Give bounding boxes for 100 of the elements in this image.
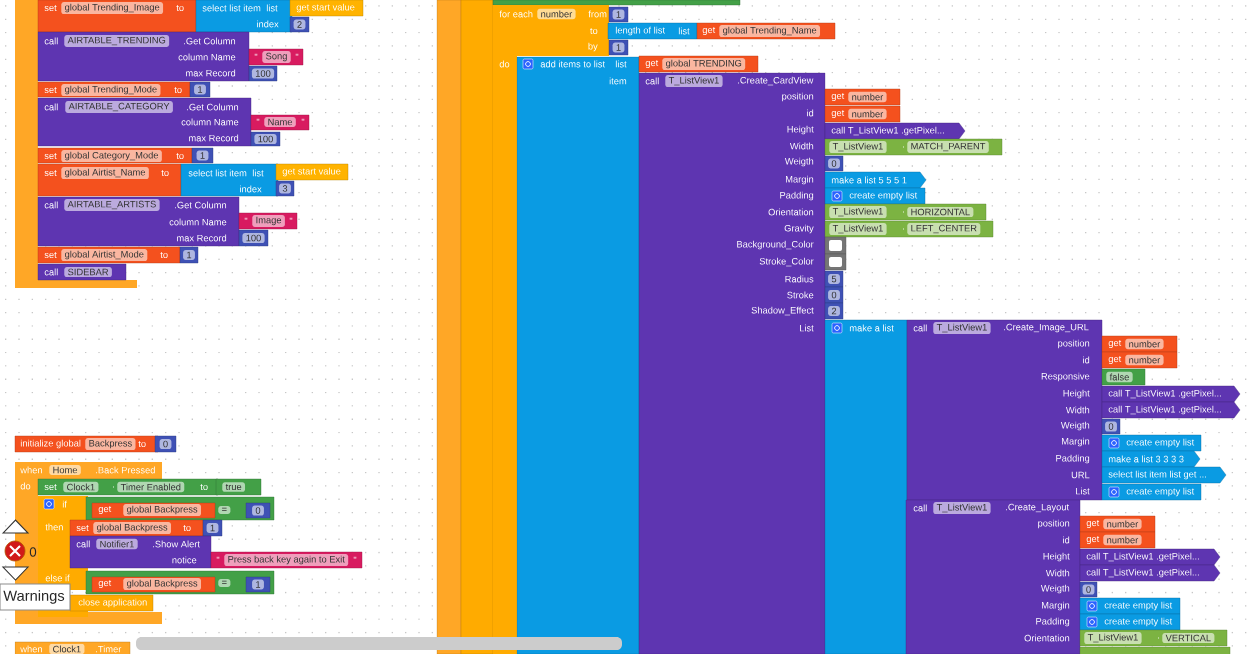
block-label: make a list 5 5 5 1 <box>831 176 907 184</box>
call-block <box>37 97 252 147</box>
number-block <box>189 81 211 98</box>
block-label: . <box>113 486 114 488</box>
number-field: 100 <box>251 68 275 79</box>
block-label: get <box>702 27 716 35</box>
get-block <box>1101 335 1178 353</box>
set-block <box>37 163 182 197</box>
color-block <box>824 253 847 271</box>
block-label: make a list <box>849 324 894 332</box>
set-block <box>37 246 181 264</box>
block-label: Radius <box>785 275 814 283</box>
block-label: list <box>678 27 690 35</box>
list-block <box>1101 434 1202 452</box>
block-label: to <box>183 524 191 532</box>
get-block <box>289 0 364 17</box>
block-label: to <box>200 483 208 491</box>
block-label: else if <box>45 574 70 582</box>
block-label: . <box>1158 637 1159 639</box>
block-label: to <box>160 251 168 259</box>
block-label: get <box>98 506 112 514</box>
block-label: call T_ListView1 .getPixel... <box>831 126 944 136</box>
get-block <box>91 576 216 593</box>
block-label: . <box>903 228 904 230</box>
dropdown-field: = <box>218 506 231 515</box>
call-block <box>638 72 826 654</box>
block-bar <box>436 0 462 654</box>
block-label: Width <box>1045 569 1070 577</box>
block-label: Orientation <box>768 208 814 216</box>
block-label: to <box>161 169 169 177</box>
block-label: id <box>1083 356 1090 364</box>
block-label: max Record <box>189 134 239 142</box>
block-label: notice <box>172 556 197 564</box>
quote-mark: " <box>256 118 260 121</box>
block-label: .Get Column <box>175 201 227 209</box>
block-label: to <box>176 4 184 12</box>
constant-block <box>824 203 987 221</box>
number-block <box>824 155 844 172</box>
text-block <box>210 551 363 569</box>
block-label: call <box>44 201 58 209</box>
block-label: list <box>615 60 627 68</box>
number-field: 1 <box>206 523 219 533</box>
number-block <box>824 286 844 304</box>
block-label: get <box>1086 536 1100 544</box>
block-label: index <box>257 20 279 28</box>
block-label: call <box>76 540 90 548</box>
block-label: create empty list <box>849 191 918 201</box>
call-block <box>905 499 1081 654</box>
block-label: to <box>138 440 146 448</box>
dropdown-field: number <box>848 91 887 103</box>
dropdown-field: Notifier1 <box>96 538 138 550</box>
quote-mark: " <box>353 556 357 559</box>
call-block <box>1101 385 1241 403</box>
number-block <box>250 131 281 147</box>
block-label: item <box>609 77 627 85</box>
logic-block <box>1101 368 1146 386</box>
dropdown-field: number <box>1103 534 1142 546</box>
block-label: column Name <box>178 53 236 61</box>
text-field: Song <box>262 51 291 63</box>
dropdown-field: AIRTABLE_CATEGORY <box>65 101 173 113</box>
dropdown-field: MATCH_PARENT <box>907 141 989 153</box>
set-block <box>37 81 191 98</box>
block-label: if <box>62 500 67 508</box>
number-block <box>245 502 271 519</box>
block-label: Width <box>1065 406 1090 414</box>
set-block <box>37 0 197 33</box>
block-label: max Record <box>186 69 236 77</box>
list-block <box>1079 613 1181 631</box>
get-block <box>1079 515 1156 533</box>
block-label: set <box>44 86 57 94</box>
block-label: .Timer <box>96 645 122 653</box>
block-label: Padding <box>1036 617 1070 627</box>
number-field: 0 <box>1082 584 1095 595</box>
block-label: call <box>913 324 927 332</box>
quote-mark: " <box>295 53 299 56</box>
block-label: by <box>588 42 598 52</box>
block-label: Background_Color <box>737 240 814 250</box>
block-label: to <box>590 27 598 35</box>
block-label: position <box>1038 519 1070 529</box>
text-block <box>248 48 304 66</box>
block-label: add items to list <box>540 60 606 68</box>
block-label: select list item <box>188 169 247 177</box>
block-label: Height <box>1043 552 1070 562</box>
block-label: when <box>20 645 42 653</box>
number-field: 0 <box>828 289 840 301</box>
get-block <box>1079 531 1156 549</box>
block-label: List <box>800 324 814 332</box>
dropdown-field: AIRTABLE_TRENDING <box>64 35 170 47</box>
block-label: call T_ListView1 .getPixel... <box>1108 405 1221 415</box>
get-block <box>638 55 759 73</box>
block-label: initialize global <box>20 439 81 449</box>
list-block <box>1079 597 1181 615</box>
block-label: get <box>645 60 659 68</box>
block-label: then <box>45 523 63 531</box>
text-field: Name <box>264 117 296 127</box>
quote-mark: " <box>254 53 258 56</box>
dropdown-field: number <box>848 108 887 120</box>
number-field: 3 <box>279 183 291 194</box>
dropdown-field: number <box>1125 354 1164 366</box>
block-label: from <box>588 10 607 18</box>
